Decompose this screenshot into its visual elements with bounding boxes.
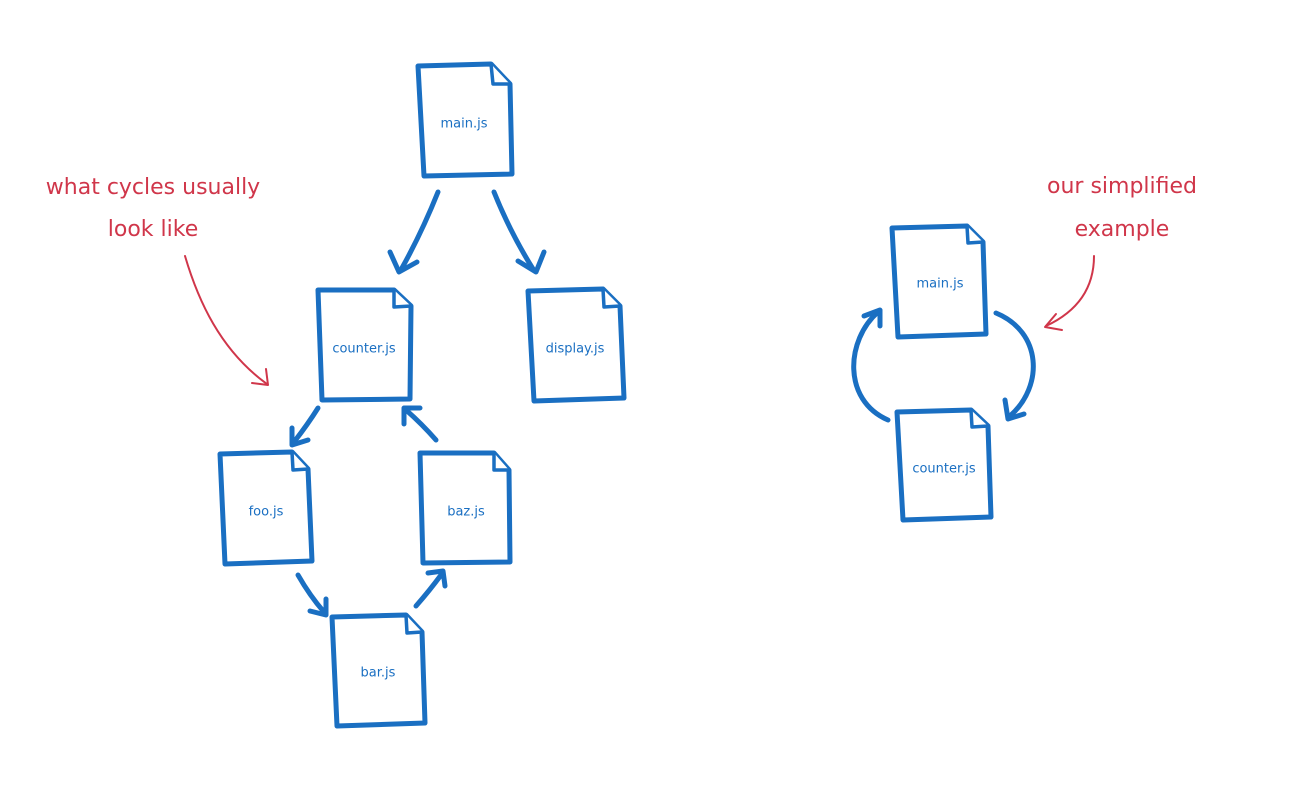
right-annotation-line1: our simplified [1047, 174, 1197, 199]
edge-baz-to-counter [401, 405, 439, 443]
right-edges [851, 307, 1036, 423]
left-edges [289, 189, 547, 618]
file-icon [889, 223, 989, 340]
file-fold-icon [489, 62, 512, 86]
edge-foo-to-bar [295, 572, 329, 618]
edge-counter-to-foo [289, 405, 321, 448]
file-label: main.js [441, 117, 488, 132]
left-annotation-arrowhead [251, 368, 269, 386]
edge-counter-to-main-right [851, 307, 891, 423]
file-fold-icon [290, 450, 310, 472]
file-icon [315, 287, 414, 403]
file-display-js[interactable]: display.js [525, 286, 627, 404]
file-icon [525, 286, 627, 404]
file-icon [417, 450, 513, 566]
file-fold-icon [969, 408, 990, 429]
file-label: main.js [917, 277, 964, 292]
file-main-js-right[interactable]: main.js [889, 223, 989, 340]
right-annotation-arrowhead [1044, 313, 1063, 331]
file-bar-js[interactable]: bar.js [329, 612, 428, 729]
file-icon [329, 612, 428, 729]
file-foo-js[interactable]: foo.js [217, 449, 315, 567]
left-diagram: what cycles usually look like [46, 61, 627, 729]
right-diagram: our simplified example main.js [851, 174, 1197, 523]
file-fold-icon [601, 287, 622, 309]
file-icon [415, 61, 515, 179]
file-counter-js-right[interactable]: counter.js [894, 407, 994, 523]
right-annotation-line2: example [1075, 217, 1170, 242]
left-annotation-arrow [184, 255, 268, 385]
left-annotation-line1: what cycles usually [46, 175, 260, 200]
file-label: foo.js [249, 505, 284, 520]
right-annotation: our simplified example [1044, 174, 1197, 331]
right-annotation-arrow [1045, 255, 1095, 327]
file-label: bar.js [361, 666, 396, 681]
edge-main-to-counter-right [993, 310, 1036, 422]
edge-bar-to-baz [413, 568, 448, 609]
file-label: display.js [546, 342, 605, 357]
file-fold-icon [404, 613, 424, 635]
file-label: baz.js [447, 505, 485, 520]
file-fold-icon [492, 451, 511, 472]
file-label: counter.js [332, 342, 396, 357]
file-fold-icon [392, 288, 413, 309]
left-annotation: what cycles usually look like [46, 175, 269, 386]
file-icon [894, 407, 994, 523]
file-baz-js[interactable]: baz.js [417, 450, 513, 566]
file-fold-icon [965, 224, 985, 245]
edge-main-to-display [491, 189, 547, 275]
file-counter-js[interactable]: counter.js [315, 287, 414, 403]
file-label: counter.js [912, 462, 976, 477]
file-icon [217, 449, 315, 567]
edge-main-to-counter [387, 189, 441, 275]
left-annotation-line2: look like [108, 217, 198, 242]
file-main-js[interactable]: main.js [415, 61, 515, 179]
